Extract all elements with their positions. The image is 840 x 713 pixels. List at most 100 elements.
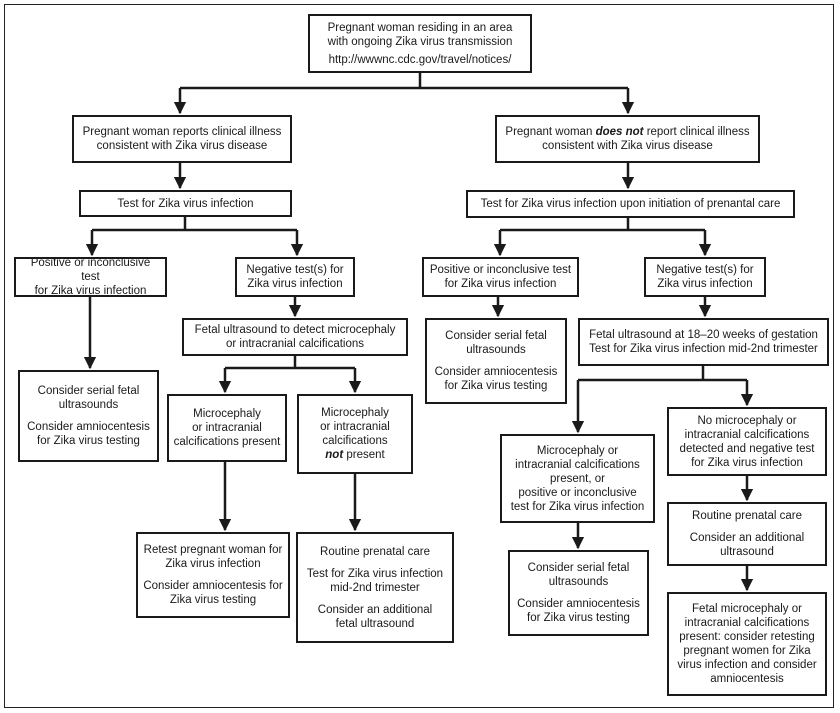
diagram-frame <box>4 4 834 708</box>
does-not-emphasis: does not <box>595 126 644 138</box>
retest-line-4: Zika virus testing <box>169 594 257 606</box>
left-not-present-line-4: not present <box>325 448 384 462</box>
no-micro-line-3: detected and negative test <box>679 442 815 455</box>
left-not-present-line-1: Microcephaly <box>321 407 389 419</box>
right-test-split-line <box>500 218 705 232</box>
right-routine-node: Routine prenatal care Consider an additi… <box>667 502 827 566</box>
retest-node: Retest pregnant woman for Zika virus inf… <box>136 532 290 618</box>
right-serial2-node: Consider serial fetal ultrasounds Consid… <box>508 550 649 636</box>
right-serial-line-2: ultrasounds <box>466 344 526 356</box>
left-ultrasound-node: Fetal ultrasound to detect microcephaly … <box>182 318 408 356</box>
fetal-line-4: pregnant women for Zika <box>683 645 811 657</box>
root-line-1: Pregnant woman residing in an area <box>327 21 513 34</box>
left-test-split-line <box>92 216 297 232</box>
no-micro-line-4: for Zika virus infection <box>691 456 803 469</box>
left-negative-node: Negative test(s) for Zika virus infectio… <box>235 257 355 297</box>
right-routine-line-2: Consider an additional <box>689 532 805 544</box>
right-no-illness-line-1: Pregnant woman does not report clinical … <box>505 125 749 139</box>
right-serial2-line-4: for Zika virus testing <box>527 612 630 624</box>
right-ultrasound-node: Fetal ultrasound at 18–20 weeks of gesta… <box>578 318 829 366</box>
root-node: Pregnant woman residing in an area with … <box>308 14 532 73</box>
left-serial-line-3: Consider amniocentesis <box>27 421 150 433</box>
right-negative-node: Negative test(s) for Zika virus infectio… <box>644 257 766 297</box>
left-ultrasound-split-line <box>225 356 355 370</box>
right-serial-line-4: for Zika virus testing <box>444 380 548 392</box>
left-negative-line-1: Negative test(s) for <box>246 264 344 276</box>
no-micro-line-1: No microcephaly or <box>697 414 797 427</box>
no-micro-node: No microcephaly or intracranial calcific… <box>667 407 827 476</box>
left-positive-line-1: Positive or inconclusive test <box>30 257 151 283</box>
root-split-line <box>180 72 628 90</box>
left-not-present-node: Microcephaly or intracranial calcificati… <box>297 394 413 474</box>
right-serial-line-3: Consider amniocentesis <box>434 366 558 378</box>
no-micro-line-2: intracranial calcifications <box>684 428 810 441</box>
left-ultrasound-line-2: or intracranial calcifications <box>225 338 365 350</box>
right-no-illness-line-2: consistent with Zika virus disease <box>542 140 713 152</box>
left-illness-line-1: Pregnant woman reports clinical illness <box>82 126 282 138</box>
not-present-rest: present <box>346 449 385 461</box>
retest-line-1: Retest pregnant woman for <box>143 544 283 556</box>
left-serial-line-2: ultrasounds <box>58 399 119 411</box>
fetal-line-5: virus infection and consider <box>677 659 817 671</box>
fetal-line-1: Fetal microcephaly or <box>692 603 802 615</box>
left-present-line-2: or intracranial <box>192 422 262 434</box>
micro-present-line-1: Microcephaly or <box>536 444 619 457</box>
right-routine-line-1: Routine prenatal care <box>692 510 802 522</box>
right-ultrasound-split-line <box>578 366 747 382</box>
micro-present-line-4: positive or inconclusive <box>518 486 637 499</box>
micro-present-line-2: intracranial calcifications <box>515 458 640 471</box>
right-serial-line-1: Consider serial fetal <box>445 330 547 342</box>
right-negative-line-1: Negative test(s) for <box>656 264 754 276</box>
fetal-line-2: intracranial calcifications <box>684 617 810 629</box>
left-serial-node: Consider serial fetal ultrasounds Consid… <box>18 370 159 462</box>
left-not-present-line-3: calcifications <box>322 435 388 447</box>
left-routine-line-4: Consider an additional <box>317 603 433 616</box>
right-no-illness-node: Pregnant woman does not report clinical … <box>495 115 760 163</box>
right-positive-line-1: Positive or inconclusive test <box>429 264 572 276</box>
left-routine-node: Routine prenatal care Test for Zika viru… <box>296 532 454 643</box>
fetal-retest-node: Fetal microcephaly or intracranial calci… <box>667 592 827 696</box>
left-routine-line-3: mid-2nd trimester <box>330 581 420 594</box>
left-present-line-3: calcifications present <box>173 436 281 448</box>
no-illness-post: report clinical illness <box>646 126 750 138</box>
right-negative-line-2: Zika virus infection <box>657 278 753 290</box>
left-routine-line-2: Test for Zika virus infection <box>306 567 444 580</box>
right-ultrasound-line-1: Fetal ultrasound at 18–20 weeks of gesta… <box>589 329 818 341</box>
not-emphasis: not <box>325 449 344 461</box>
left-present-node: Microcephaly or intracranial calcificati… <box>167 394 287 462</box>
left-illness-node: Pregnant woman reports clinical illness … <box>72 115 292 163</box>
left-serial-line-1: Consider serial fetal <box>37 385 140 397</box>
fetal-line-6: amniocentesis <box>710 673 784 685</box>
left-serial-line-4: for Zika virus testing <box>37 435 140 447</box>
root-url: http://wwwnc.cdc.gov/travel/notices/ <box>328 53 512 66</box>
left-ultrasound-line-1: Fetal ultrasound to detect microcephaly <box>194 324 396 336</box>
left-positive-node: Positive or inconclusive test for Zika v… <box>14 257 167 297</box>
left-test-node: Test for Zika virus infection <box>79 190 292 217</box>
right-positive-line-2: for Zika virus infection <box>444 278 557 290</box>
right-serial2-line-1: Consider serial fetal <box>527 562 630 574</box>
retest-line-2: Zika virus infection <box>165 558 261 570</box>
left-illness-line-2: consistent with Zika virus disease <box>96 140 268 152</box>
right-serial-node: Consider serial fetal ultrasounds Consid… <box>425 318 567 404</box>
fetal-line-3: present: consider retesting <box>679 631 815 643</box>
left-routine-line-5: fetal ultrasound <box>335 617 415 630</box>
left-negative-line-2: Zika virus infection <box>247 278 343 290</box>
left-routine-line-1: Routine prenatal care <box>320 545 430 558</box>
micro-present-line-3: present, or <box>550 472 605 485</box>
left-present-line-1: Microcephaly <box>193 408 261 420</box>
right-serial2-line-2: ultrasounds <box>548 576 609 588</box>
right-routine-line-3: ultrasound <box>720 546 774 558</box>
no-illness-pre: Pregnant woman <box>505 126 593 138</box>
left-not-present-line-2: or intracranial <box>320 421 390 433</box>
retest-line-3: Consider amniocentesis for <box>143 580 283 592</box>
right-test-label: Test for Zika virus infection upon initi… <box>480 198 781 210</box>
left-positive-line-2: for Zika virus infection <box>34 285 147 297</box>
right-serial2-line-3: Consider amniocentesis <box>517 598 640 610</box>
root-line-2: with ongoing Zika virus transmission <box>327 35 513 48</box>
left-test-label: Test for Zika virus infection <box>117 197 254 210</box>
right-ultrasound-line-2: Test for Zika virus infection mid-2nd tr… <box>589 343 818 355</box>
right-positive-node: Positive or inconclusive test for Zika v… <box>422 257 579 297</box>
micro-present-line-5: test for Zika virus infection <box>510 500 645 513</box>
micro-present-node: Microcephaly or intracranial calcificati… <box>500 434 655 523</box>
